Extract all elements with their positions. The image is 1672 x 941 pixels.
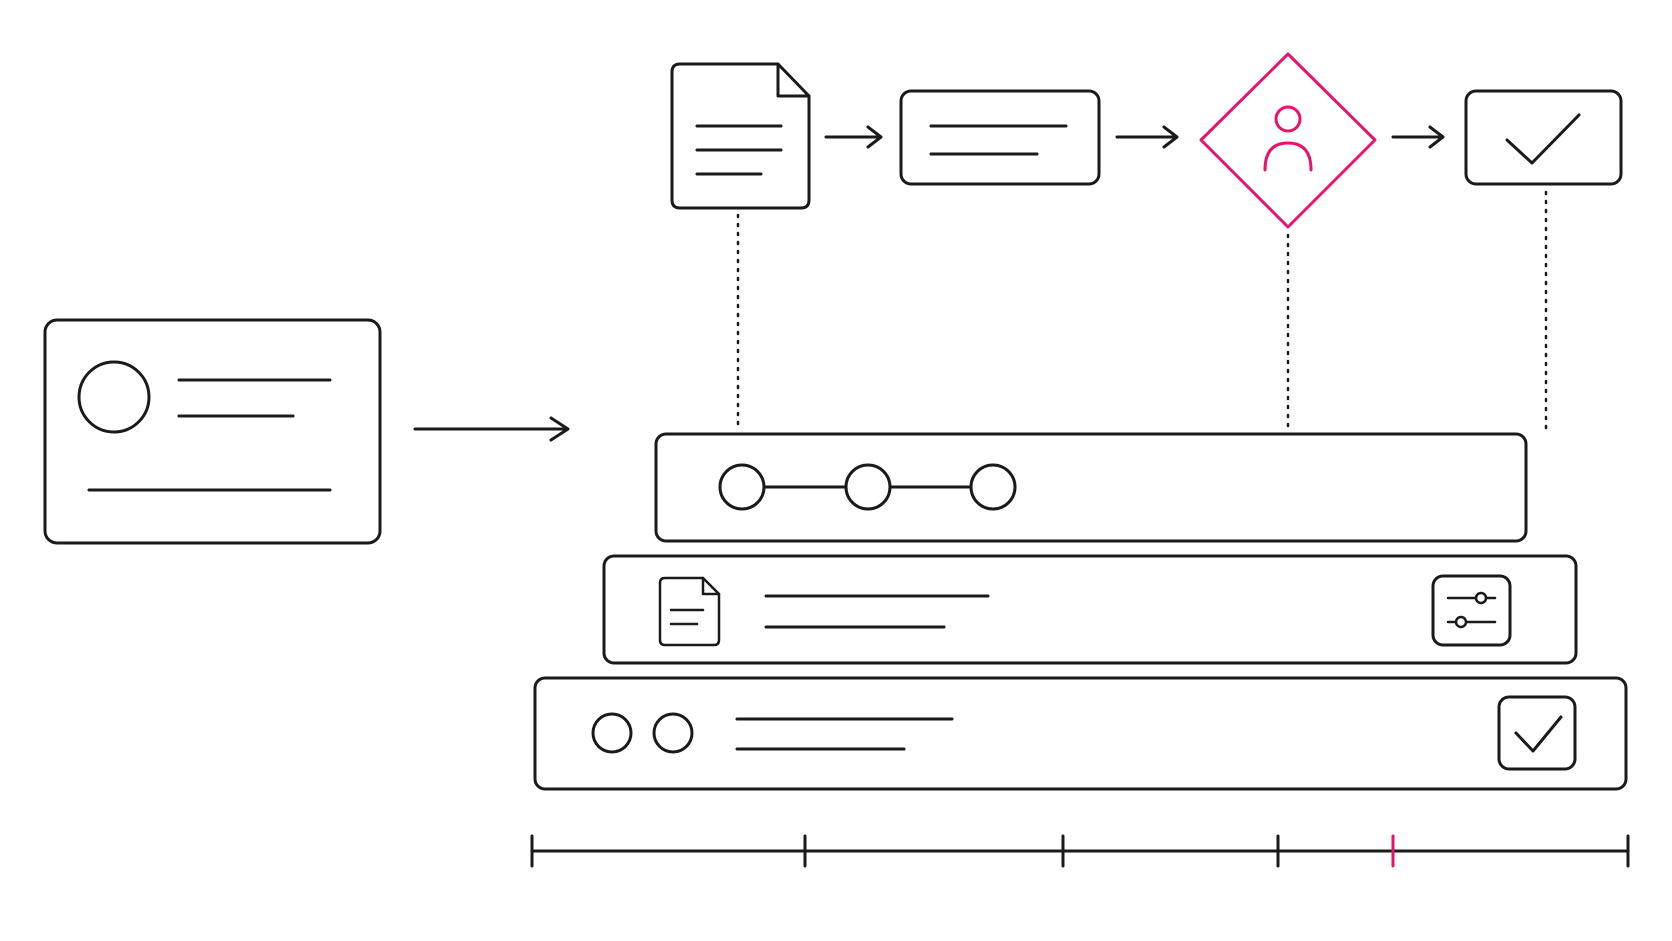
timeline-ticks [530,834,1630,868]
profile-card [43,318,382,545]
connected-nodes-icon [718,463,1017,511]
checkbox-checked-icon [1497,695,1577,771]
pipeline-arrow-icon [824,125,883,149]
avatar-circle-icon [77,360,151,434]
pipeline-document-icon [670,62,811,210]
pipeline-arrow-icon [1115,125,1179,149]
pipeline-arrow-icon [1391,125,1445,149]
pipeline-text-box-icon [899,89,1101,186]
dotted-connectors [736,190,1548,430]
sliders-icon [1431,574,1512,647]
document-icon [658,576,721,647]
layer-approval [533,676,1628,791]
layer-document-settings [602,554,1578,665]
two-circles-icon [591,712,694,754]
layer-connected-nodes [654,432,1528,543]
input-arrow-icon [413,416,570,442]
timeline [530,834,1630,868]
pipeline-checkmark-box-icon [1464,89,1623,186]
pipeline-person-diamond-icon [1199,52,1377,229]
person-icon [1274,105,1302,133]
